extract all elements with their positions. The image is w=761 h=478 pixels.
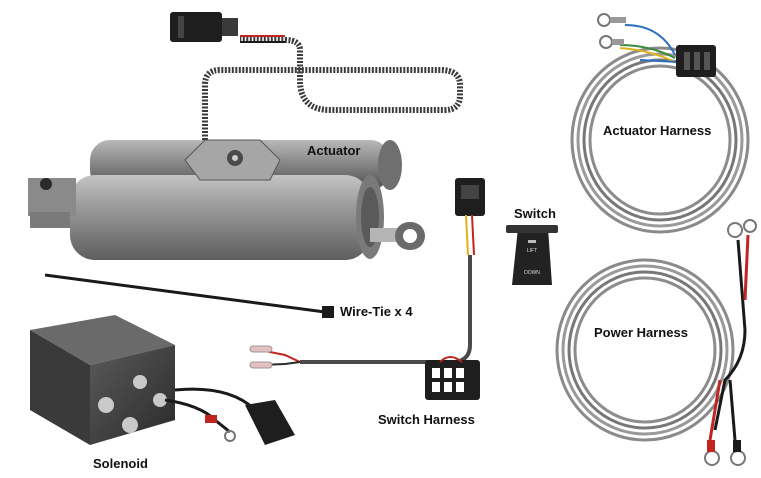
label-switch: Switch [514,206,556,221]
coiled-harness-icon [555,219,757,466]
label-wire-tie: Wire-Tie x 4 [340,304,413,319]
label-switch-harness: Switch Harness [378,412,475,427]
label-solenoid: Solenoid [93,456,148,471]
ring-terminal-icon [704,219,757,466]
wire-tie-icon [44,273,334,318]
connector-icon [245,400,295,445]
connector-icon [676,45,716,77]
connector-icon [455,178,485,216]
actuator-icon [28,12,463,260]
switch-icon: LIFT DOWN [506,225,558,285]
switch-harness-icon [249,178,485,400]
label-actuator-harness: Actuator Harness [603,123,712,138]
svg-text:LIFT: LIFT [527,248,537,254]
svg-text:DOWN: DOWN [524,270,540,276]
ring-terminal-icon [597,13,626,49]
label-actuator: Actuator [307,143,361,158]
coiled-harness-icon [570,13,750,234]
label-power-harness: Power Harness [594,325,688,340]
solenoid-icon [30,315,295,445]
